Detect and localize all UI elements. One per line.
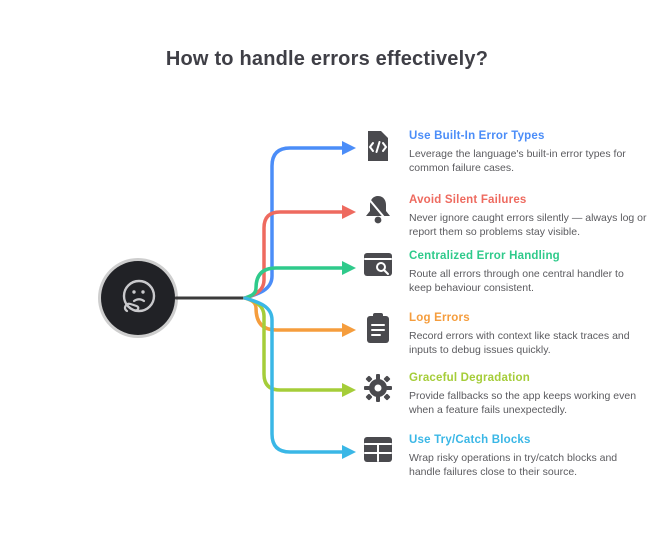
code-document-icon — [368, 131, 388, 161]
central-topic-node — [101, 261, 175, 335]
branch-description: Provide fallbacks so the app keeps worki… — [409, 390, 637, 417]
page-title: How to handle errors effectively? — [165, 48, 489, 70]
arrowhead-icon — [342, 141, 356, 155]
window-search-icon — [364, 253, 392, 276]
branch-description: Never ignore caught errors silently — al… — [409, 212, 647, 239]
arrowhead-icon — [342, 445, 356, 459]
branch-line — [243, 210, 344, 300]
branch-title: Graceful Degradation — [409, 372, 530, 384]
gear-icon — [364, 374, 392, 402]
branch-description: Leverage the language's built-in error t… — [409, 148, 626, 175]
branch-line — [243, 296, 344, 454]
branch-description: Wrap risky operations in try/catch block… — [409, 452, 618, 479]
branch-line — [243, 266, 344, 300]
arrowhead-icon — [342, 261, 356, 275]
arrowhead-icon — [342, 205, 356, 219]
branch-title: Log Errors — [409, 312, 470, 324]
branch-description: Route all errors through one central han… — [409, 268, 624, 295]
branch-title: Avoid Silent Failures — [409, 194, 527, 206]
branch-node: Centralized Error Handling Route all err… — [360, 248, 650, 296]
arrowhead-icon — [342, 323, 356, 337]
branch-title: Use Try/Catch Blocks — [409, 434, 531, 446]
thinking-face-icon — [122, 279, 156, 313]
branch-line — [243, 296, 344, 392]
branch-description: Record errors with context like stack tr… — [409, 330, 630, 357]
branch-node: Use Try/Catch Blocks Wrap risky operatio… — [360, 432, 650, 480]
clipboard-icon — [367, 313, 389, 343]
arrowhead-icon — [342, 383, 356, 397]
branch-node: Graceful Degradation Provide fallbacks s… — [360, 370, 650, 418]
branch-title: Centralized Error Handling — [409, 250, 560, 262]
bell-slash-icon — [366, 196, 390, 224]
branch-node: Log Errors Record errors with context li… — [360, 310, 650, 358]
branch-node: Avoid Silent Failures Never ignore caugh… — [360, 192, 650, 240]
branch-title: Use Built-In Error Types — [409, 130, 545, 142]
window-grid-icon — [364, 437, 392, 462]
branch-node: Use Built-In Error Types Leverage the la… — [360, 128, 650, 176]
